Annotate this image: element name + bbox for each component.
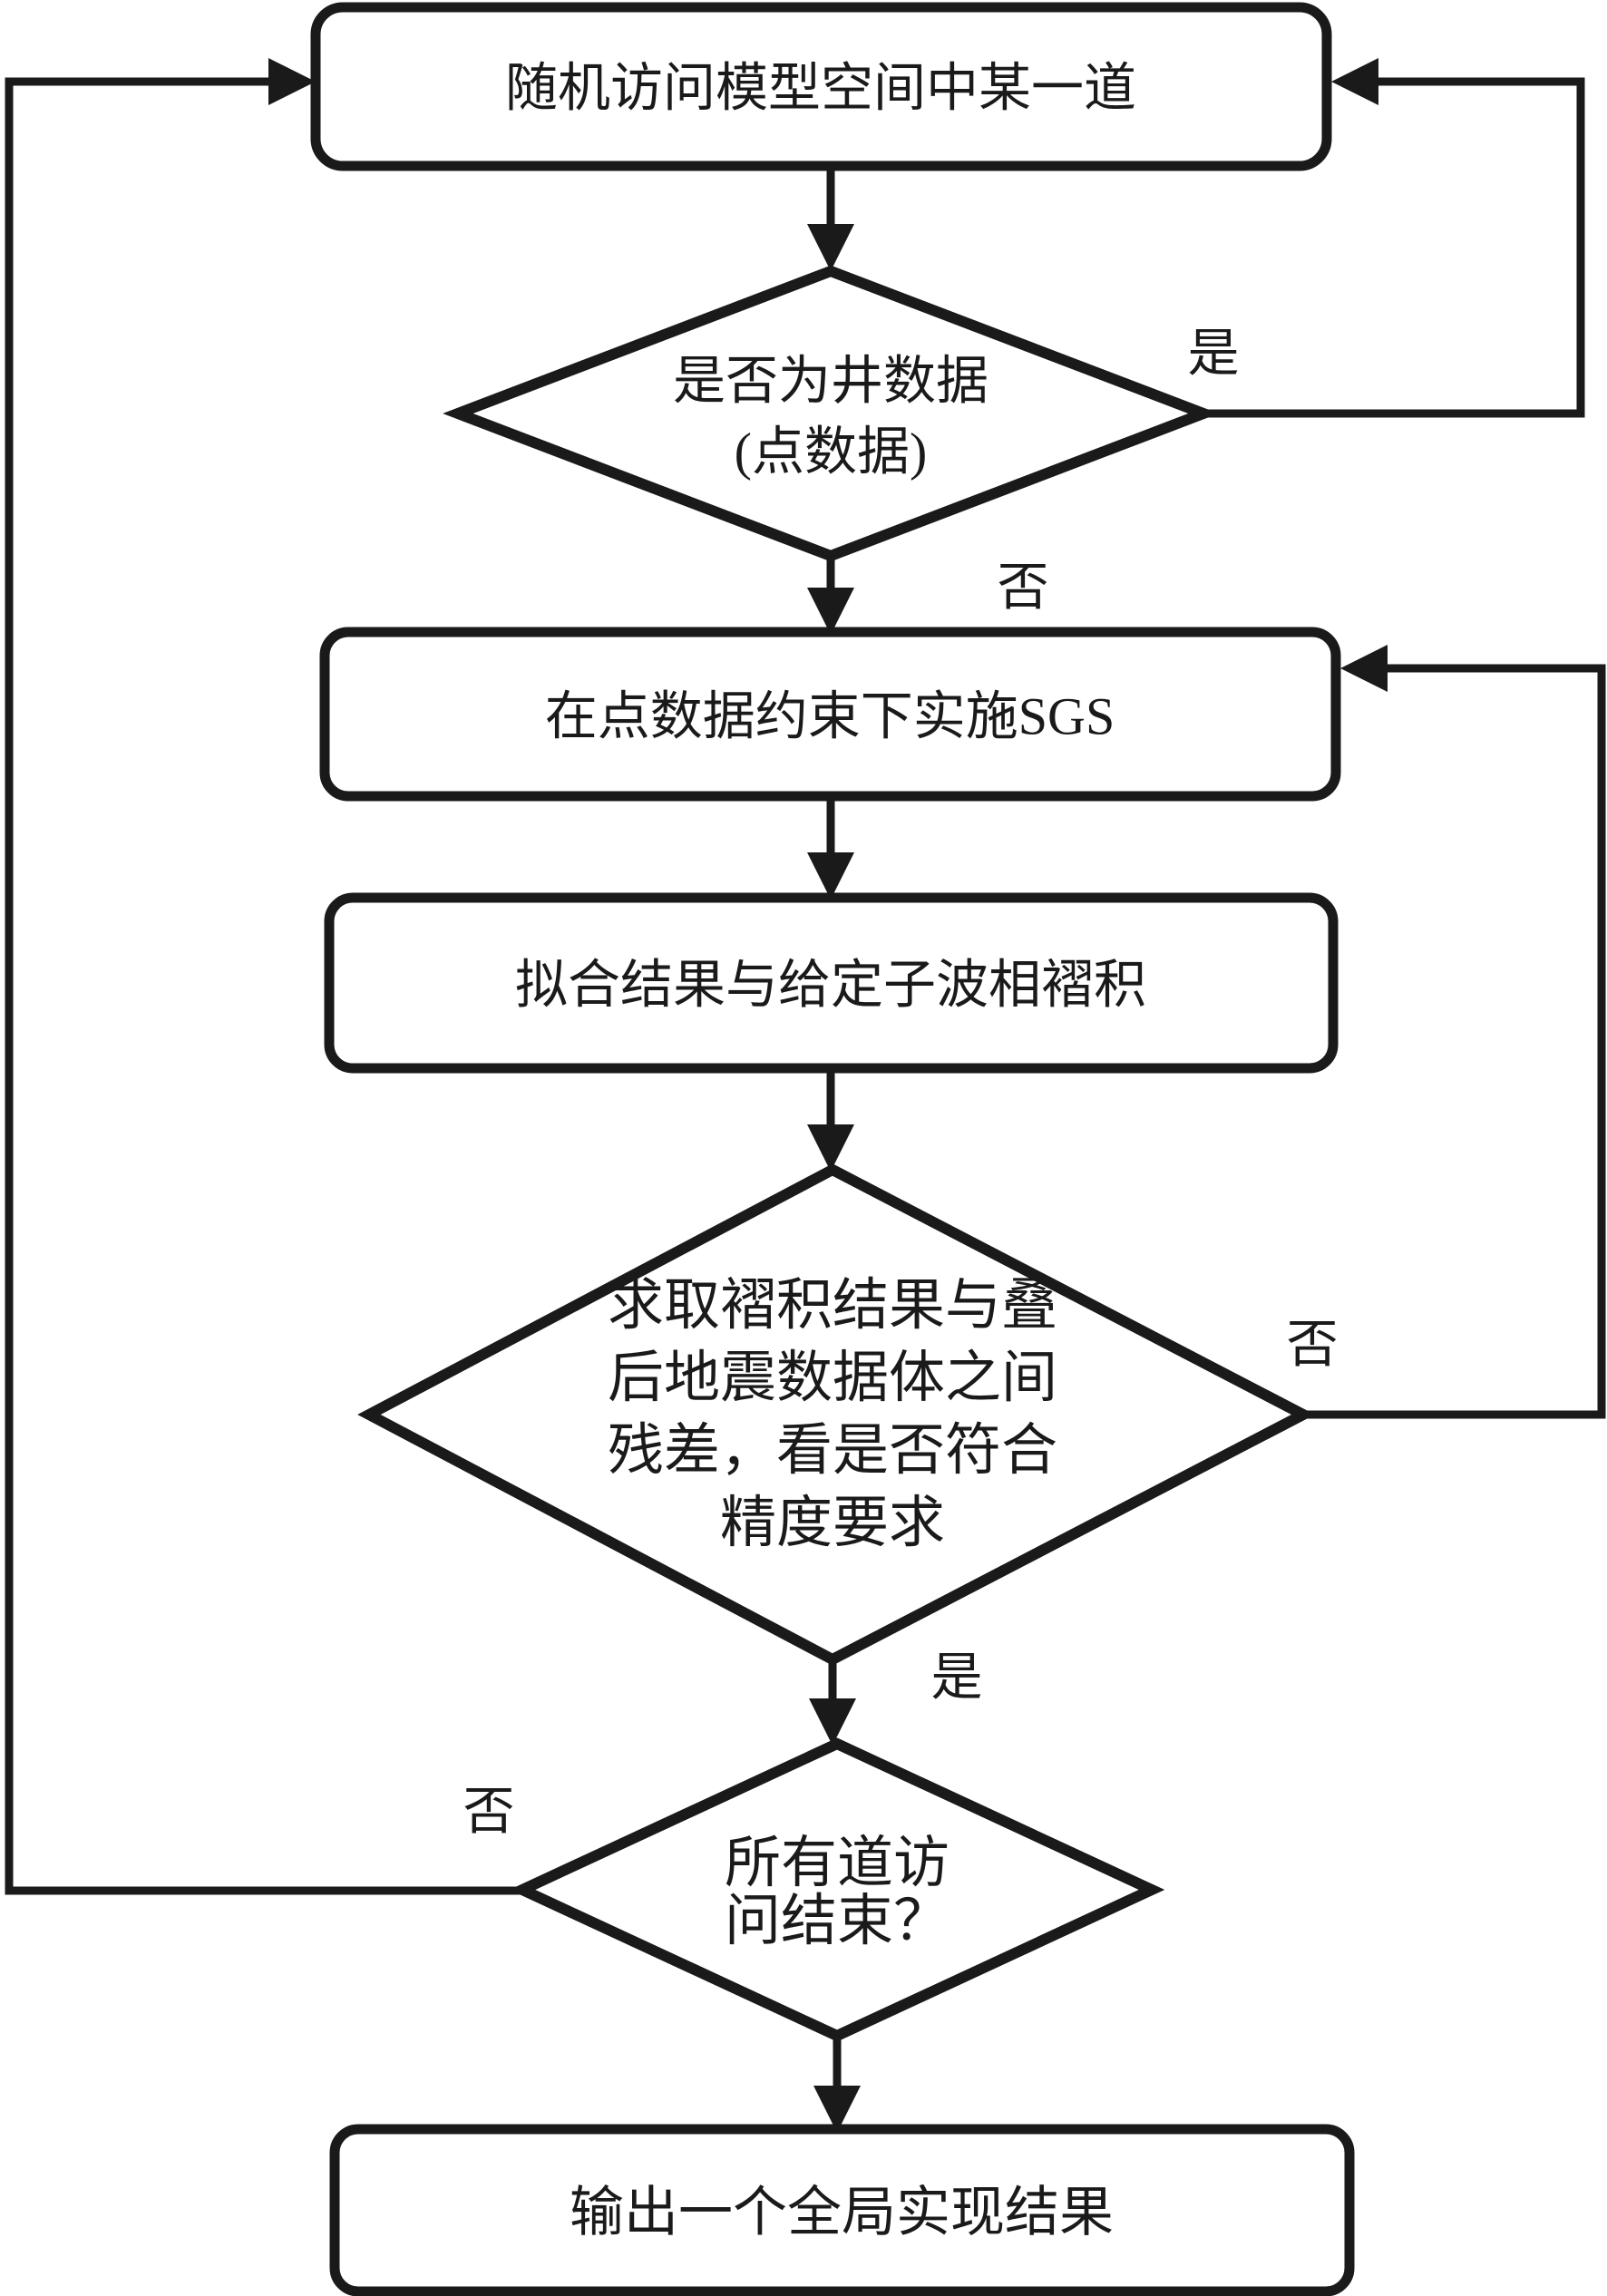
node-sgs-label: 在点数据约束下实施SGS <box>545 687 1115 746</box>
edge-label-traces-no: 否 <box>463 1784 515 1841</box>
arrowhead-convolve <box>807 852 854 900</box>
node-decision-residual <box>357 1163 1316 1666</box>
arrowhead-into-start-left <box>268 58 316 105</box>
arrowhead-into-sgs-right <box>1340 645 1388 692</box>
edge-residual-no-loop <box>1303 664 1606 1419</box>
node-convolve-label: 拟合结果与给定子波相褶积 <box>515 956 1146 1015</box>
edge-well-yes-loop <box>1203 77 1585 418</box>
decision-well-line2: (点数据) <box>735 423 928 482</box>
arrowhead-traces-decision <box>809 1698 856 1746</box>
node-output-label: 输出一个全局实现结果 <box>570 2183 1114 2242</box>
edge-label-residual-yes: 是 <box>931 1649 983 1707</box>
edge-label-residual-no: 否 <box>1287 1317 1339 1374</box>
node-start <box>310 2 1332 171</box>
arrowhead-output <box>813 2086 861 2133</box>
decision-residual-line3: 残差，看是否符合 <box>608 1420 1057 1482</box>
edge-label-well-no: 否 <box>998 559 1049 617</box>
node-sgs <box>319 627 1341 802</box>
node-convolve <box>324 892 1339 1074</box>
decision-well-line1: 是否为井数据 <box>673 352 989 411</box>
edge-label-well-yes: 是 <box>1188 326 1240 383</box>
node-decision-well-data <box>443 265 1219 562</box>
decision-residual-line4: 精度要求 <box>720 1493 945 1554</box>
arrowhead-sgs <box>807 588 854 635</box>
decision-residual-line1: 求取褶积结果与叠 <box>608 1275 1057 1337</box>
node-output <box>329 2124 1355 2296</box>
decision-traces-line1: 所有道访 <box>725 1833 950 1894</box>
edge-traces-no-loop <box>5 77 522 1895</box>
decision-traces-line2: 问结束？ <box>725 1891 950 1952</box>
arrowhead-residual-decision <box>807 1124 854 1172</box>
arrowhead-into-start-right <box>1331 58 1378 105</box>
node-decision-all-traces <box>509 1737 1165 2042</box>
arrowhead-well-decision <box>807 224 854 271</box>
node-start-label: 随机访问模型空间中某一道 <box>505 59 1136 118</box>
decision-residual-line2: 后地震数据体之间 <box>608 1347 1057 1409</box>
